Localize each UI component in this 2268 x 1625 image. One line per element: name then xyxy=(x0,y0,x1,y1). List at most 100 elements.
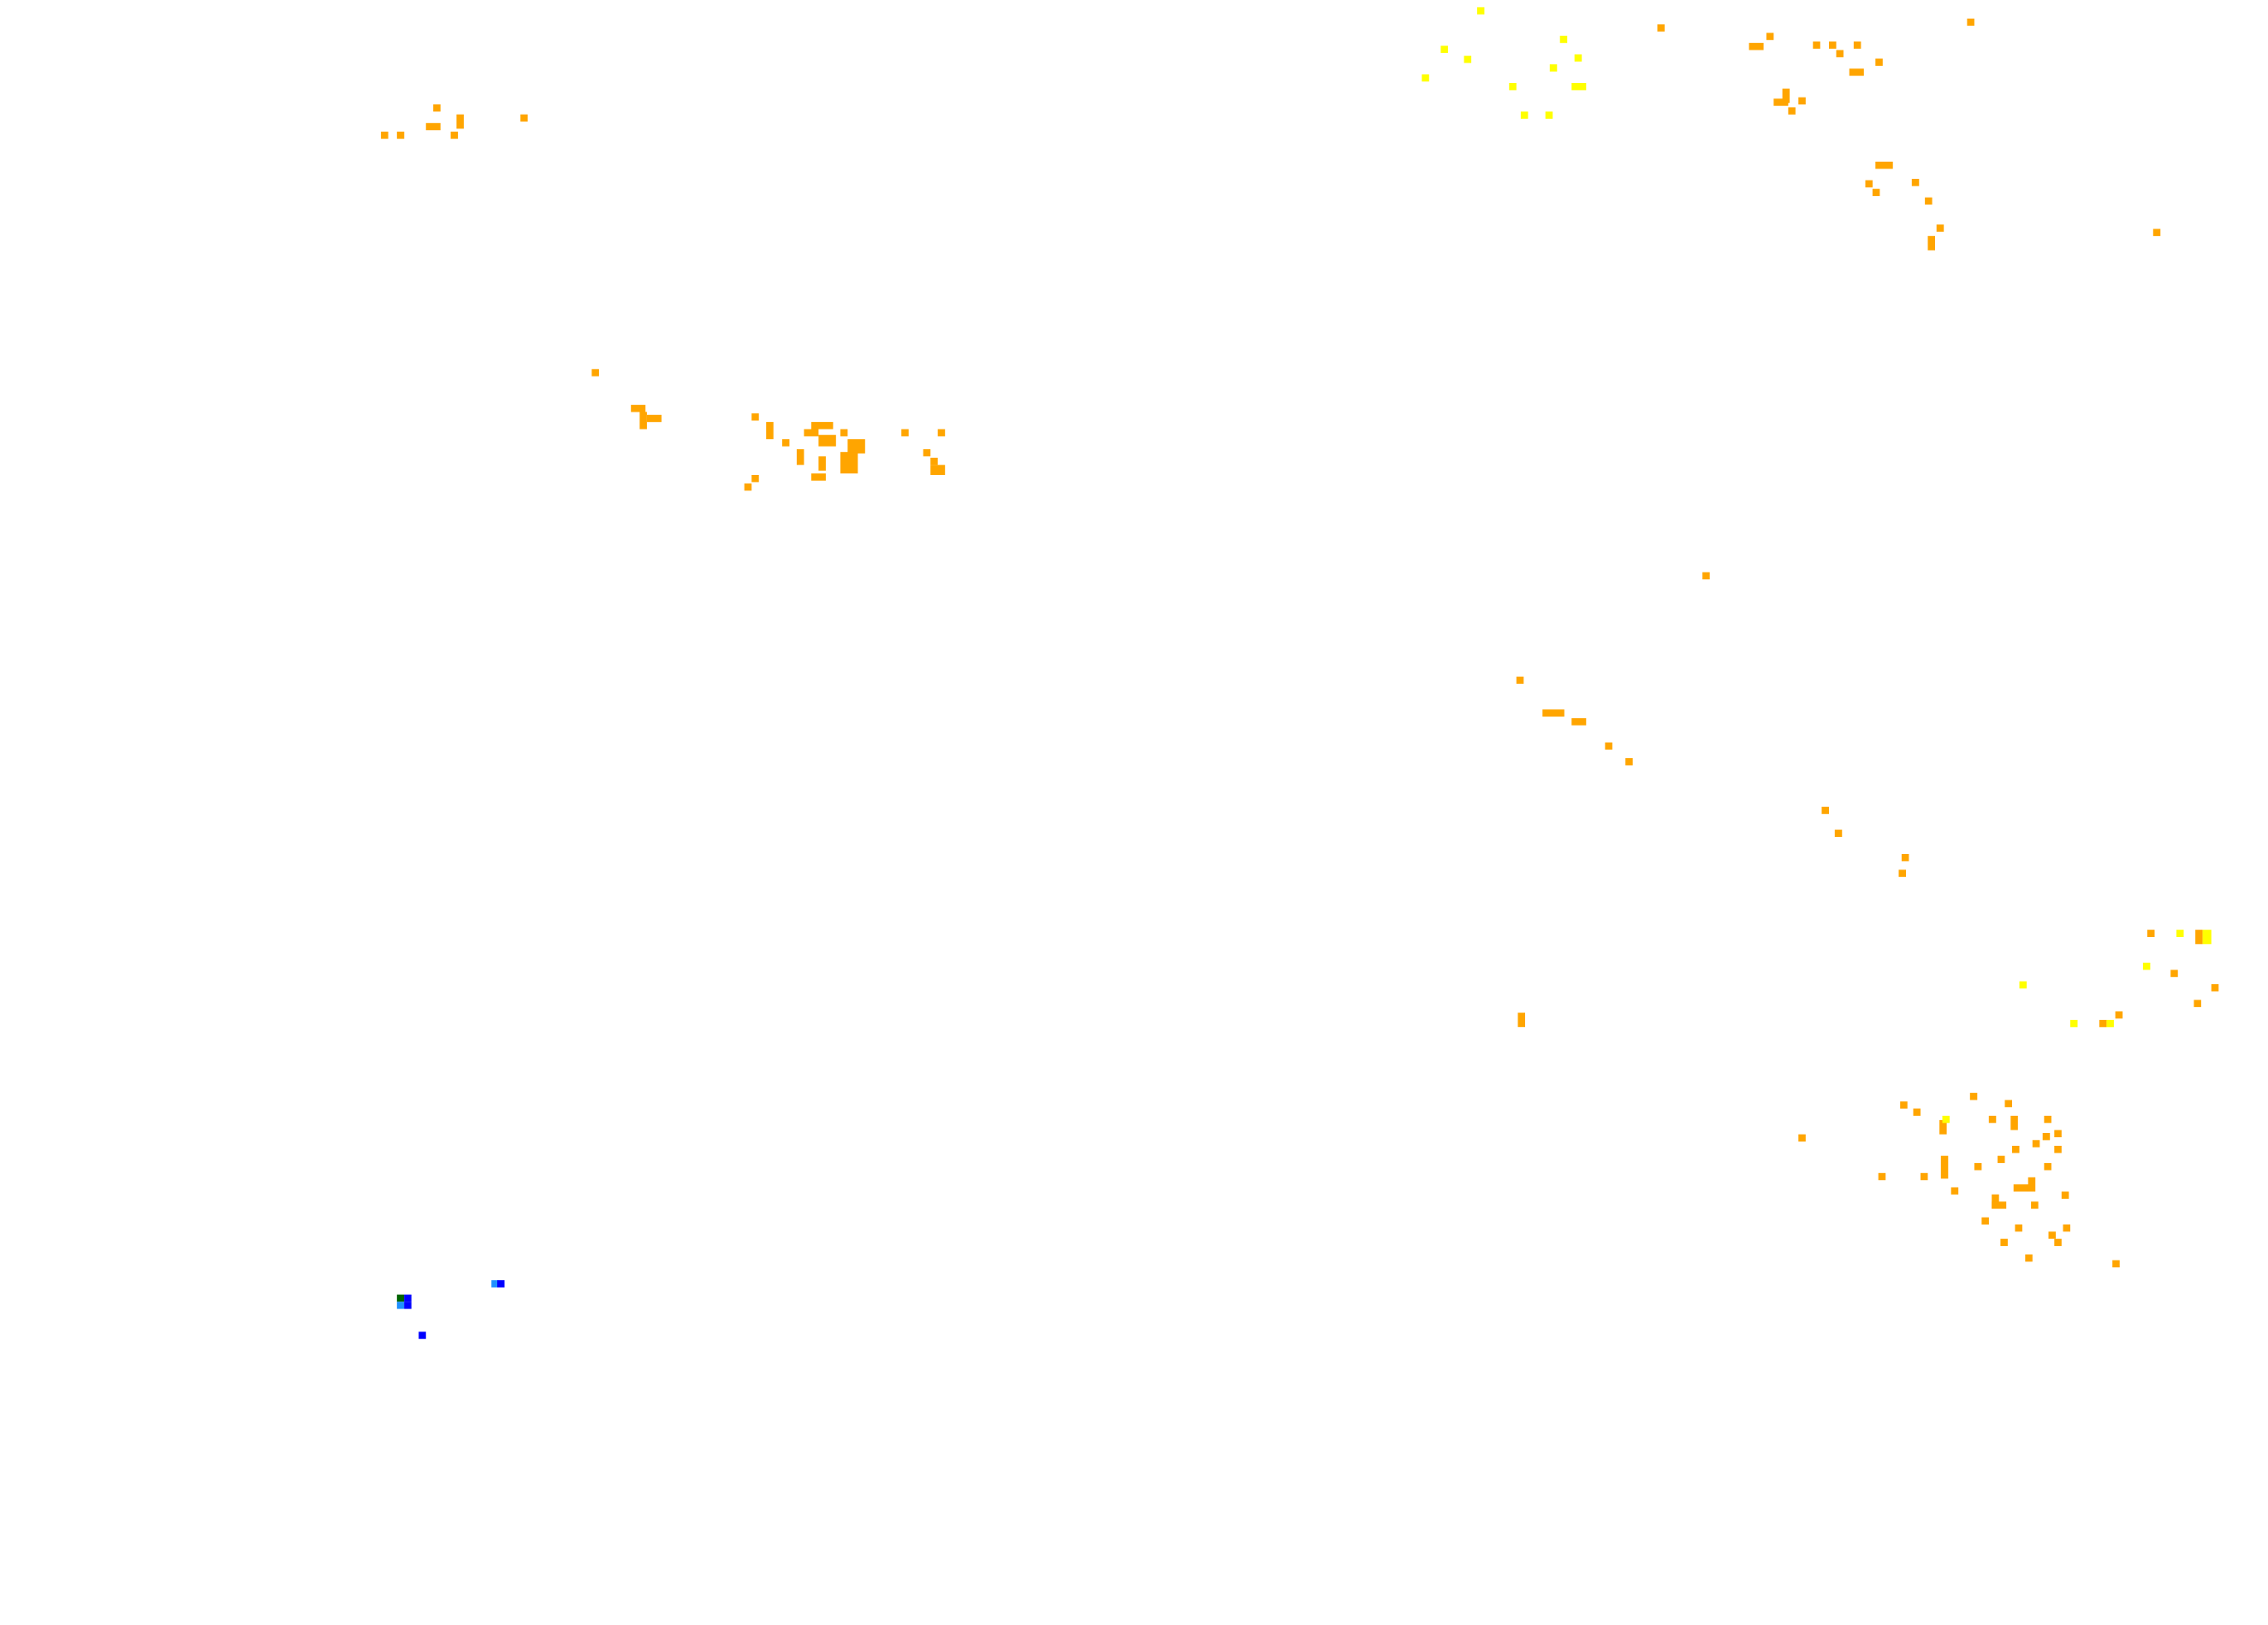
raster-cell-orange xyxy=(2048,1231,2056,1239)
raster-cell-orange xyxy=(2012,1146,2020,1154)
raster-cell-light-blue xyxy=(396,1302,405,1309)
raster-cell-orange xyxy=(631,405,646,412)
raster-cell-blue xyxy=(404,1294,412,1302)
raster-cell-orange xyxy=(1992,1194,1999,1209)
raster-cell-orange xyxy=(2028,1177,2036,1192)
raster-cell-yellow xyxy=(2106,1019,2114,1028)
raster-cell-orange xyxy=(2031,1201,2039,1209)
raster-cell-light-blue xyxy=(491,1280,499,1288)
raster-cell-yellow xyxy=(1476,7,1485,15)
raster-cell-orange xyxy=(2042,1133,2051,1141)
raster-cell-orange xyxy=(591,369,599,377)
raster-cell-orange xyxy=(1625,758,1633,766)
raster-cell-orange xyxy=(1657,24,1665,32)
raster-cell-orange xyxy=(1798,97,1806,105)
raster-cell-orange xyxy=(937,429,946,436)
raster-cell-orange xyxy=(2115,1011,2123,1019)
raster-cell-orange xyxy=(804,429,819,436)
raster-cell-orange xyxy=(433,104,441,112)
raster-cell-orange xyxy=(818,435,836,447)
raster-cell-yellow xyxy=(1440,45,1448,53)
raster-cell-orange xyxy=(1969,1093,1978,1100)
raster-cell-yellow xyxy=(1574,54,1582,62)
raster-cell-orange xyxy=(1571,718,1587,726)
raster-cell-orange xyxy=(1913,1108,1921,1116)
raster-cell-orange xyxy=(2054,1130,2062,1137)
raster-cell-orange xyxy=(1939,1119,1947,1135)
raster-cell-orange xyxy=(1516,676,1524,685)
raster-cell-orange xyxy=(639,412,647,430)
raster-cell-orange xyxy=(396,131,405,139)
raster-cell-orange xyxy=(646,414,662,423)
raster-cell-orange xyxy=(1988,1115,1997,1124)
raster-cell-green xyxy=(396,1294,405,1302)
raster-cell-orange xyxy=(1788,107,1796,115)
raster-cell-yellow xyxy=(1559,35,1568,44)
raster-cell-orange xyxy=(810,473,826,481)
raster-cell-orange xyxy=(456,114,464,129)
raster-cell-orange xyxy=(1974,1163,1982,1171)
raster-cell-orange xyxy=(1911,179,1920,187)
raster-cell-orange xyxy=(1865,180,1873,187)
raster-cell-orange xyxy=(2061,1191,2069,1199)
raster-cell-orange xyxy=(1798,1134,1806,1142)
raster-cell-orange xyxy=(1821,806,1829,815)
raster-cell-orange xyxy=(1829,41,1837,49)
raster-cell-orange xyxy=(1927,235,1935,251)
raster-cell-orange xyxy=(1940,1155,1949,1179)
raster-cell-orange xyxy=(840,429,848,436)
raster-cell-orange xyxy=(2211,984,2219,992)
raster-cell-orange xyxy=(901,429,909,436)
raster-cell-orange xyxy=(2170,970,2178,977)
raster-cell-orange xyxy=(1875,161,1893,169)
raster-cell-orange xyxy=(1878,1172,1886,1181)
raster-cell-orange xyxy=(2099,1019,2107,1028)
raster-cell-orange xyxy=(766,422,774,440)
raster-cell-orange xyxy=(1936,224,1944,232)
raster-cell-orange xyxy=(2025,1254,2033,1262)
raster-cell-orange xyxy=(744,483,752,491)
raster-cell-yellow xyxy=(1549,64,1558,72)
raster-cell-blue xyxy=(497,1280,505,1288)
raster-cell-orange xyxy=(1517,1012,1525,1028)
raster-cell-orange xyxy=(2044,1163,2051,1171)
raster-cell-orange xyxy=(2044,1115,2051,1124)
raster-cell-yellow xyxy=(1942,1115,1950,1124)
raster-cell-orange xyxy=(2152,228,2161,236)
raster-cell-orange xyxy=(2032,1140,2040,1148)
raster-cell-orange xyxy=(2194,999,2201,1007)
raster-cell-orange xyxy=(781,439,790,447)
raster-cell-yellow xyxy=(2176,929,2184,937)
raster-cell-orange xyxy=(1853,41,1861,49)
raster-cell-blue xyxy=(404,1302,412,1309)
raster-cell-orange xyxy=(751,475,759,483)
raster-cell-orange xyxy=(520,114,528,122)
raster-cell-yellow xyxy=(2019,981,2027,989)
raster-cell-yellow xyxy=(1520,111,1529,119)
raster-cell-orange xyxy=(1813,41,1820,49)
raster-cell-orange xyxy=(1901,854,1909,862)
raster-cell-orange xyxy=(796,448,804,466)
raster-cell-yellow xyxy=(1571,83,1587,91)
raster-cell-orange xyxy=(1900,1101,1908,1109)
raster-cell-orange xyxy=(2195,929,2203,945)
raster-cell-yellow xyxy=(1509,83,1517,91)
raster-cell-orange xyxy=(1950,1187,1959,1195)
raster-cell-orange xyxy=(818,456,826,471)
raster-cell-orange xyxy=(751,413,759,421)
raster-cell-orange xyxy=(2054,1146,2062,1154)
raster-cell-orange xyxy=(810,422,834,430)
raster-cell-orange xyxy=(930,465,946,475)
raster-cell-orange xyxy=(1702,572,1710,580)
raster-cell-orange xyxy=(2010,1115,2018,1130)
raster-cell-orange xyxy=(1981,1217,1989,1225)
raster-cell-orange xyxy=(2013,1184,2032,1192)
raster-cell-orange xyxy=(1872,188,1880,197)
raster-cell-orange xyxy=(1834,829,1843,837)
raster-cell-yellow xyxy=(2202,929,2212,945)
raster-cell-orange xyxy=(2000,1238,2008,1247)
raster-cell-orange xyxy=(2063,1224,2070,1232)
raster-cell-orange xyxy=(1898,869,1906,877)
